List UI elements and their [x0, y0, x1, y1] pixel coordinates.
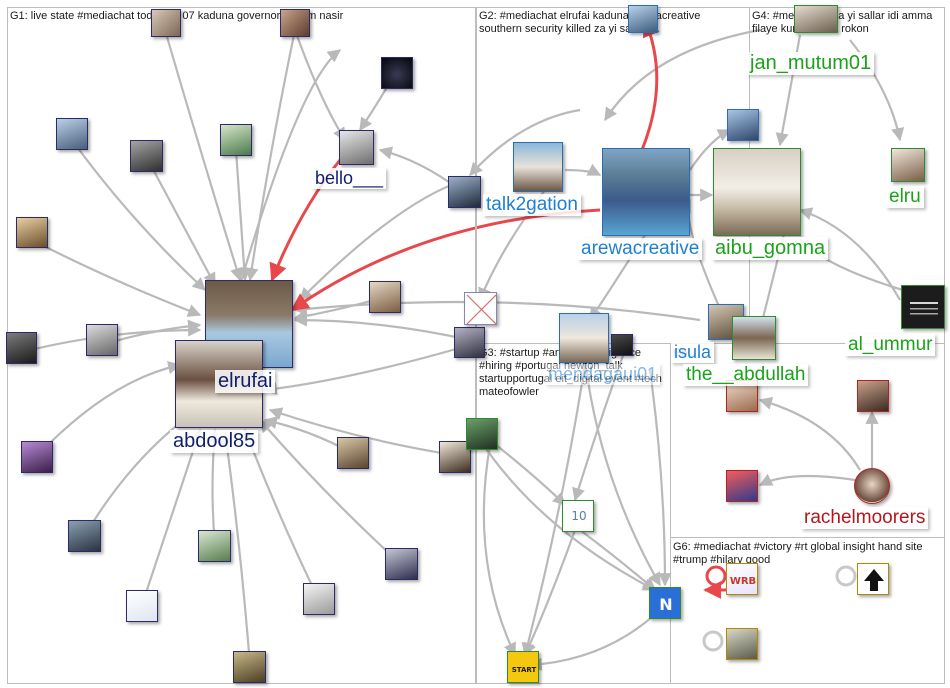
node-label-elru: elru [886, 186, 924, 208]
node-avatar-mendagaui[interactable] [559, 313, 609, 363]
node-avatar[interactable] [198, 530, 231, 562]
node-avatar[interactable] [303, 583, 335, 615]
node-label-the-abdullah: the__abdullah [683, 364, 808, 386]
logo-icon: 10 [563, 501, 594, 532]
logo-icon: WRB [727, 564, 758, 595]
group-title-g6: G6: #mediachat #victory #rt global insig… [673, 541, 938, 567]
group-title-g4: G4: #mediachat za yi sallar idi amma fil… [752, 10, 937, 36]
node-avatar[interactable] [466, 418, 498, 450]
node-avatar[interactable] [86, 324, 118, 356]
node-avatar-aibu-gomna[interactable] [713, 148, 801, 236]
node-avatar[interactable]: START [507, 651, 539, 683]
node-avatar[interactable] [727, 109, 759, 141]
node-avatar[interactable] [369, 281, 401, 313]
node-avatar[interactable] [130, 140, 163, 172]
node-label-abdool85: abdool85 [170, 430, 258, 453]
node-avatar-rachelmoorers[interactable] [854, 468, 890, 504]
svg-text:WRB: WRB [730, 576, 756, 587]
node-avatar[interactable] [628, 5, 658, 33]
broken-image-icon [465, 293, 497, 325]
node-label-isula: isula [671, 342, 714, 363]
logo-n-icon: N [650, 588, 681, 619]
node-avatar-broken-image[interactable] [464, 292, 497, 325]
node-label-mendagaui: mendagaui01 [545, 364, 660, 385]
node-label-al-ummur: al_ummur [845, 334, 935, 356]
node-avatar-talk2gation[interactable] [513, 142, 563, 192]
node-avatar[interactable] [794, 5, 838, 33]
node-avatar[interactable] [611, 334, 633, 356]
svg-text:10: 10 [571, 509, 586, 523]
svg-text:N: N [659, 595, 672, 614]
node-avatar[interactable] [381, 57, 413, 89]
node-avatar[interactable] [68, 520, 101, 552]
node-label-bello: bello___ [312, 168, 386, 189]
node-avatar-elru[interactable] [891, 148, 925, 182]
node-label-elrufai: elrufai [215, 370, 275, 393]
node-avatar[interactable] [337, 437, 369, 469]
node-avatar[interactable] [454, 327, 485, 358]
node-avatar[interactable] [726, 628, 758, 660]
node-avatar[interactable] [448, 176, 481, 208]
group-title-g1: G1: live state #mediachat today 23 07 ka… [10, 10, 470, 23]
node-avatar[interactable]: N [649, 587, 681, 619]
node-avatar-arewacreative[interactable] [602, 148, 690, 236]
node-label-rachelmoorers: rachelmoorers [801, 507, 928, 529]
node-avatar[interactable] [16, 217, 48, 248]
node-avatar[interactable] [280, 9, 310, 37]
node-avatar-the-abdullah[interactable] [732, 316, 776, 360]
arrow-up-icon [858, 564, 889, 595]
node-avatar[interactable]: WRB [726, 563, 758, 595]
node-avatar-al-ummur[interactable] [901, 285, 945, 329]
node-label-arewacreative: arewacreative [578, 238, 702, 260]
node-label-aibu-gomna: aibu_gomna [712, 237, 828, 260]
node-avatar[interactable] [220, 124, 252, 156]
group-title-g2: G2: #mediachat elrufai kaduna arewacreat… [479, 10, 734, 36]
node-avatar[interactable] [6, 332, 37, 364]
node-avatar[interactable] [726, 470, 758, 502]
node-avatar[interactable] [56, 118, 88, 150]
logo-icon: START [508, 652, 539, 683]
svg-text:START: START [512, 666, 537, 674]
node-avatar[interactable] [385, 548, 418, 580]
node-avatar[interactable] [857, 563, 889, 595]
node-avatar-bello[interactable] [339, 130, 374, 165]
node-avatar[interactable] [151, 9, 181, 37]
node-label-talk2gation: talk2gation [483, 194, 581, 216]
node-avatar[interactable] [21, 441, 53, 473]
node-avatar[interactable]: 10 [562, 500, 594, 532]
node-avatar[interactable] [126, 590, 158, 622]
node-avatar[interactable] [857, 380, 889, 412]
logo-icon [902, 286, 945, 329]
node-label-jan-mutum01: jan_mutum01 [747, 52, 874, 75]
node-avatar[interactable] [233, 651, 266, 683]
